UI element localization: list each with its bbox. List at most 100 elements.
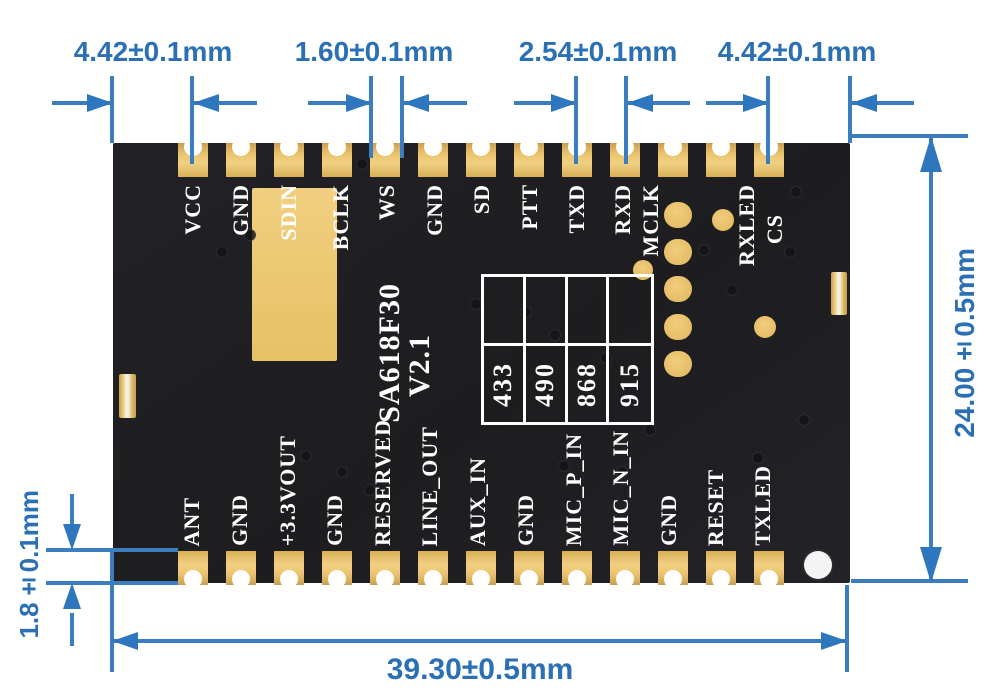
via-dot bbox=[364, 484, 376, 496]
dim-line bbox=[308, 101, 372, 105]
dim-top-2: 1.60±0.1mm bbox=[294, 36, 454, 67]
dim-line bbox=[851, 101, 914, 105]
pad-bottom-6 bbox=[418, 551, 448, 588]
freq-checkbox-915 bbox=[609, 277, 651, 346]
via-dot bbox=[244, 229, 256, 241]
pin-label-txd: TXD bbox=[564, 184, 589, 234]
pin-label-bclk: BCLK bbox=[328, 184, 353, 251]
freq-label-915: 915 bbox=[615, 361, 645, 407]
via-dot bbox=[726, 284, 738, 296]
pin-label-aux-in: AUX_IN bbox=[465, 456, 490, 546]
dim-top-4: 4.42±0.1mm bbox=[717, 36, 877, 67]
pad-top-11 bbox=[658, 138, 688, 177]
extension-line bbox=[369, 76, 373, 158]
pin-label-gnd-t1: GND bbox=[228, 184, 253, 236]
dim-arrow-up bbox=[63, 583, 81, 609]
via-dot bbox=[752, 452, 764, 464]
via-dot bbox=[790, 186, 802, 198]
pad-top-2 bbox=[226, 138, 256, 177]
freq-cell-915: 915 bbox=[609, 346, 651, 422]
mounting-hole bbox=[804, 551, 832, 579]
pin-label-reserved: RESERVED bbox=[370, 418, 395, 546]
pin-label-gnd-b4: GND bbox=[656, 494, 681, 546]
pad-bottom-5 bbox=[370, 551, 400, 588]
via-dot bbox=[216, 246, 228, 258]
dim-arrow-left bbox=[627, 94, 653, 112]
dim-arrow-right bbox=[551, 94, 577, 112]
freq-label-868: 868 bbox=[571, 361, 601, 407]
dim-top-1: 4.42±0.1mm bbox=[73, 36, 233, 67]
pin-label-vcc: VCC bbox=[180, 184, 205, 235]
pin-label-ws: WS bbox=[374, 184, 399, 221]
pad-bottom-13 bbox=[754, 551, 784, 588]
pin-label-txled: TXLED bbox=[750, 465, 775, 546]
pin-label-mclk: MCLK bbox=[638, 184, 663, 257]
pad-bottom-12 bbox=[706, 551, 736, 588]
pad-top-12 bbox=[706, 138, 736, 177]
dim-arrow-left bbox=[193, 94, 219, 112]
pin-label-ptt: PTT bbox=[517, 184, 542, 230]
pin-label-ant: ANT bbox=[179, 496, 204, 546]
dim-arrow-down bbox=[920, 547, 942, 583]
pad-top-5 bbox=[370, 138, 400, 177]
testpoint-pad bbox=[664, 314, 692, 340]
left-side-pad bbox=[119, 374, 136, 418]
dim-line bbox=[70, 494, 74, 526]
dim-arrow-down bbox=[63, 524, 81, 550]
extension-line bbox=[845, 585, 849, 672]
extension-line bbox=[400, 76, 404, 158]
pin-label-mic-p-in: MIC_P_IN bbox=[561, 432, 586, 546]
pad-bottom-2 bbox=[226, 551, 256, 588]
testpoint-pad bbox=[664, 239, 692, 265]
dim-arrow-left bbox=[112, 632, 138, 650]
pad-top-3 bbox=[274, 138, 304, 177]
gold-dot bbox=[712, 209, 734, 231]
pad-bottom-7 bbox=[466, 551, 496, 588]
via-dot bbox=[698, 244, 710, 256]
dim-right: 24.00±0.5mm bbox=[949, 248, 980, 438]
dim-bottom: 39.30±0.5mm bbox=[386, 653, 574, 686]
pad-top-4 bbox=[322, 138, 352, 177]
extension-line bbox=[851, 134, 968, 138]
pin-label-cs: CS bbox=[762, 214, 787, 245]
freq-checkbox-868 bbox=[567, 277, 610, 346]
pad-top-7 bbox=[466, 138, 496, 177]
freq-checkbox-490 bbox=[525, 277, 568, 346]
gold-shield-area bbox=[252, 188, 337, 361]
pad-bottom-8 bbox=[514, 551, 544, 588]
pin-label-sd: SD bbox=[469, 184, 494, 215]
testpoint-pad bbox=[664, 276, 692, 302]
dim-line bbox=[627, 101, 690, 105]
via-dot bbox=[644, 424, 656, 436]
pad-top-13 bbox=[754, 138, 784, 177]
pin-label-gnd-b2: GND bbox=[322, 494, 347, 546]
dim-arrow-left bbox=[851, 94, 877, 112]
extension-line bbox=[766, 76, 770, 164]
via-dot bbox=[300, 450, 312, 462]
pin-label-mic-n-in: MIC_N_IN bbox=[608, 430, 633, 546]
pin-label-gnd-t2: GND bbox=[422, 184, 447, 236]
freq-label-490: 490 bbox=[530, 361, 560, 407]
testpoint-pad bbox=[664, 202, 692, 228]
pad-bottom-11 bbox=[658, 551, 688, 588]
right-side-pad bbox=[831, 272, 847, 315]
extension-line bbox=[574, 76, 578, 164]
extension-line bbox=[46, 581, 178, 585]
via-dot bbox=[356, 158, 368, 170]
pad-bottom-10 bbox=[610, 551, 640, 588]
via-dot bbox=[336, 466, 348, 478]
dim-arrow-right bbox=[346, 94, 372, 112]
pin-label-rxled: RXLED bbox=[734, 184, 759, 267]
dim-line bbox=[70, 613, 74, 646]
pin-label-3v3out: +3.3VOUT bbox=[275, 434, 300, 546]
pad-top-8 bbox=[514, 138, 544, 177]
extension-line bbox=[851, 579, 968, 583]
dim-arrow-right bbox=[743, 94, 769, 112]
pad-bottom-3 bbox=[274, 551, 304, 588]
dim-arrow-up bbox=[920, 136, 942, 172]
testpoint-pad bbox=[664, 351, 692, 377]
dim-line bbox=[929, 138, 933, 581]
pin-label-gnd-b1: GND bbox=[227, 494, 252, 546]
dim-line bbox=[706, 101, 769, 105]
